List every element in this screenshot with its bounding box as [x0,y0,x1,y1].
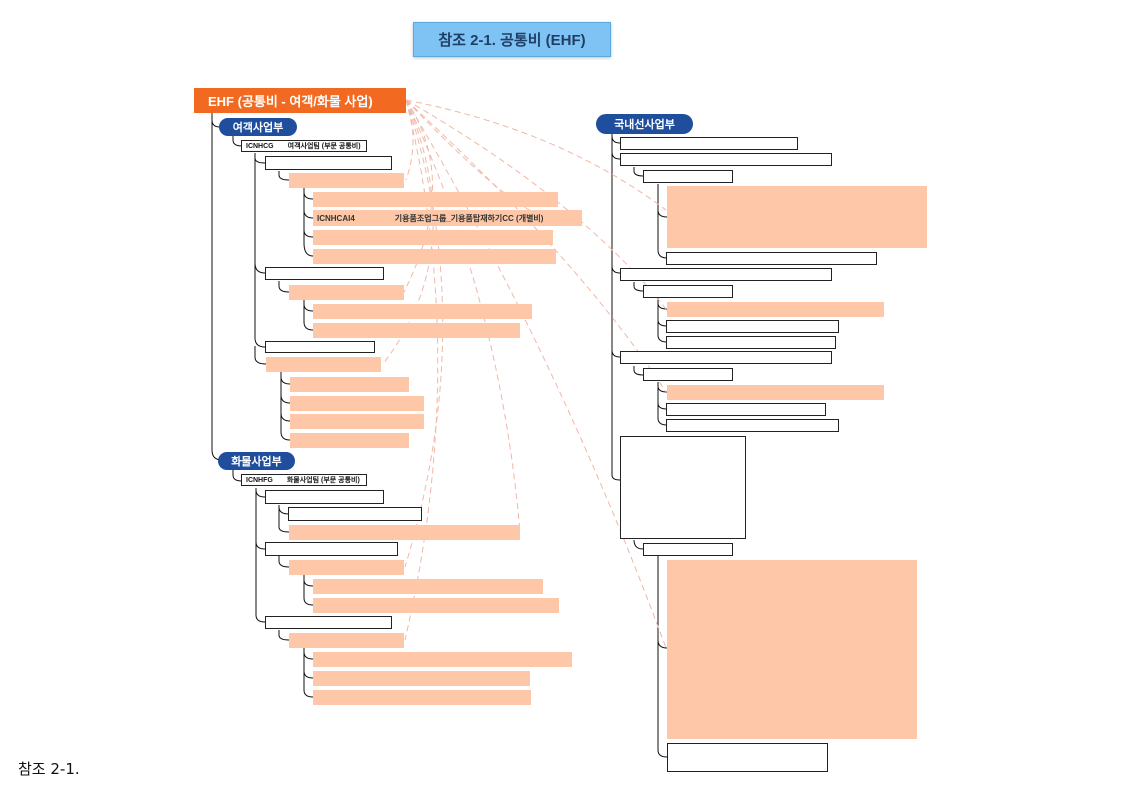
passenger-highlight-node [313,323,520,338]
cargo-node [265,490,384,504]
passenger-node [265,267,384,280]
cargo-highlight-node [313,652,572,667]
passenger-group-code: ICNHCG [246,142,274,150]
passenger-highlight-node [313,230,553,245]
cargo-node [288,507,422,521]
passenger-highlight-node [289,285,404,300]
passenger-highlight-node [313,249,556,264]
domestic-highlight-node [667,560,917,739]
domestic-node [666,336,836,349]
cargo-node [265,542,398,556]
passenger-highlight-node [266,357,381,372]
passenger-item-node: ICNHCAI4 기용품조업그룹_기용품탑재하기CC (개별비) [313,210,582,226]
cargo-highlight-node [289,525,520,540]
domestic-node [667,743,828,772]
passenger-item-name: 기용품조업그룹_기용품탑재하기CC (개별비) [394,213,544,223]
division-cargo: 화물사업부 [218,452,295,470]
cargo-group-name: 화물사업팀 (부문 공통비) [286,477,360,484]
domestic-highlight-node [667,302,884,317]
cargo-highlight-node [289,633,404,648]
domestic-node [643,543,733,556]
passenger-highlight-node [290,396,424,411]
domestic-node [643,285,733,298]
division-passenger: 여객사업부 [219,118,297,136]
cargo-group-code: ICNHFG [246,476,273,484]
domestic-node [666,320,839,333]
domestic-node [666,419,839,432]
diagram-title: 참조 2-1. 공통비 (EHF) [413,22,611,57]
passenger-highlight-node [290,377,409,392]
cargo-highlight-node [313,579,543,594]
passenger-node [265,156,392,170]
cargo-highlight-node [289,560,404,575]
passenger-group-name: 여객사업팀 (부문 공통비) [287,143,361,150]
cargo-highlight-node [313,690,531,705]
passenger-highlight-node [290,414,424,429]
passenger-highlight-node [290,433,409,448]
passenger-group-node: ICNHCG 여객사업팀 (부문 공통비) [241,140,367,152]
cargo-node [265,616,392,629]
division-domestic: 국내선사업부 [596,114,693,134]
domestic-node [620,351,832,364]
domestic-node [620,268,832,281]
domestic-node [666,252,877,265]
passenger-item-code: ICNHCAI4 [317,213,355,223]
domestic-node [643,170,733,183]
cargo-highlight-node [313,671,530,686]
passenger-highlight-node [313,304,532,319]
passenger-highlight-node [289,173,404,188]
domestic-highlight-node [667,186,927,248]
domestic-node [643,368,733,381]
cargo-group-node: ICNHFG 화물사업팀 (부문 공통비) [241,474,367,486]
domestic-node [620,436,746,539]
domestic-node [666,403,826,416]
passenger-highlight-node [313,192,558,207]
passenger-node [265,341,375,353]
cargo-highlight-node [313,598,559,613]
domestic-node [620,137,798,150]
figure-caption: 참조 2-1. [18,760,80,778]
domestic-node [620,153,832,166]
domestic-highlight-node [667,385,884,400]
root-node-ehf: EHF (공통비 - 여객/화물 사업) [194,88,406,113]
